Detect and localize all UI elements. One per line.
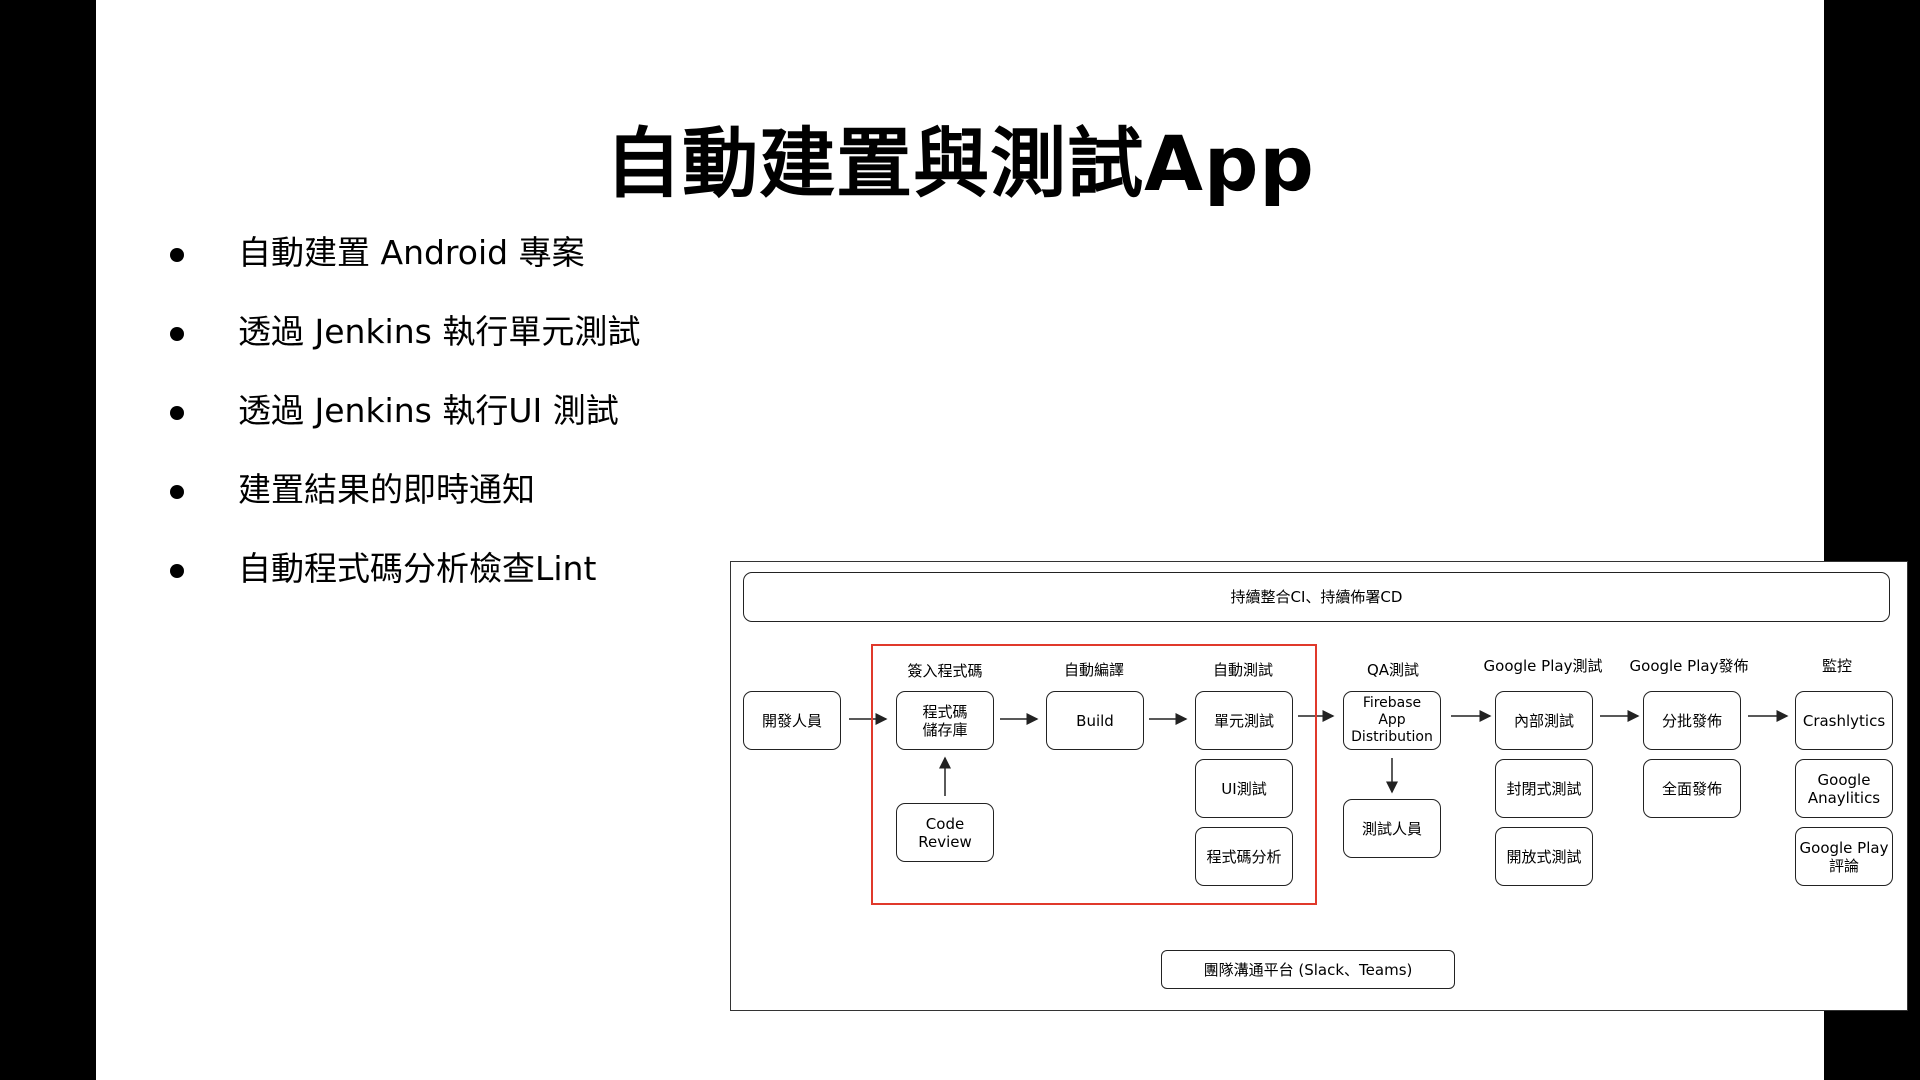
team-platform-box: 團隊溝通平台 (Slack、Teams) <box>1161 950 1455 989</box>
bullet-item: 自動建置 Android 專案 <box>170 228 640 307</box>
bullet-dot-icon <box>170 327 184 341</box>
arrows-layer <box>849 710 1789 796</box>
internal-test-box: 內部測試 <box>1495 691 1593 750</box>
bullet-item: 自動程式碼分析檢查Lint <box>170 544 640 623</box>
unit-test-box: 單元測試 <box>1195 691 1293 750</box>
developer-box: 開發人員 <box>743 691 841 750</box>
ui-test-box: UI測試 <box>1195 759 1293 818</box>
column-label-autotest: 自動測試 <box>1212 661 1273 679</box>
code-review-box: Code Review <box>896 803 994 862</box>
bullet-dot-icon <box>170 564 184 578</box>
bullet-item: 建置結果的即時通知 <box>170 465 640 544</box>
ci-cd-banner: 持續整合CI、持續佈署CD <box>743 572 1890 622</box>
code-analysis-box: 程式碼分析 <box>1195 827 1293 886</box>
column-label-gp-release: Google Play發佈 <box>1629 657 1749 675</box>
gp-review-box: Google Play 評論 <box>1795 827 1893 886</box>
slide: 自動建置與測試App 自動建置 Android 專案 透過 Jenkins 執行… <box>96 0 1908 1080</box>
bullet-dot-icon <box>170 485 184 499</box>
firebase-box: Firebase App Distribution <box>1343 691 1441 750</box>
analytics-box: Google Anaylitics <box>1795 759 1893 818</box>
bullet-list: 自動建置 Android 專案 透過 Jenkins 執行單元測試 透過 Jen… <box>170 228 640 623</box>
crashlytics-box: Crashlytics <box>1795 691 1893 750</box>
bullet-item: 透過 Jenkins 執行單元測試 <box>170 307 640 386</box>
slide-title: 自動建置與測試App <box>605 119 1315 208</box>
bullet-item: 透過 Jenkins 執行UI 測試 <box>170 386 640 465</box>
repo-box: 程式碼 儲存庫 <box>896 691 994 750</box>
closed-test-box: 封閉式測試 <box>1495 759 1593 818</box>
bullet-dot-icon <box>170 406 184 420</box>
tester-box: 測試人員 <box>1343 799 1441 858</box>
column-label-qa: QA測試 <box>1366 661 1420 679</box>
ci-cd-diagram: 持續整合CI、持續佈署CD 簽入程式碼 自動編譯 自動測試 QA測試 Googl… <box>730 561 1908 1011</box>
column-label-checkin: 簽入程式碼 <box>907 662 983 680</box>
column-label-compile: 自動編譯 <box>1063 661 1124 679</box>
highlight-frame <box>871 644 1317 905</box>
open-test-box: 開放式測試 <box>1495 827 1593 886</box>
column-label-monitor: 監控 <box>1821 657 1852 675</box>
build-box: Build <box>1046 691 1144 750</box>
bullet-dot-icon <box>170 248 184 262</box>
column-label-gp-test: Google Play測試 <box>1483 657 1603 675</box>
staged-release-box: 分批發佈 <box>1643 691 1741 750</box>
full-release-box: 全面發佈 <box>1643 759 1741 818</box>
